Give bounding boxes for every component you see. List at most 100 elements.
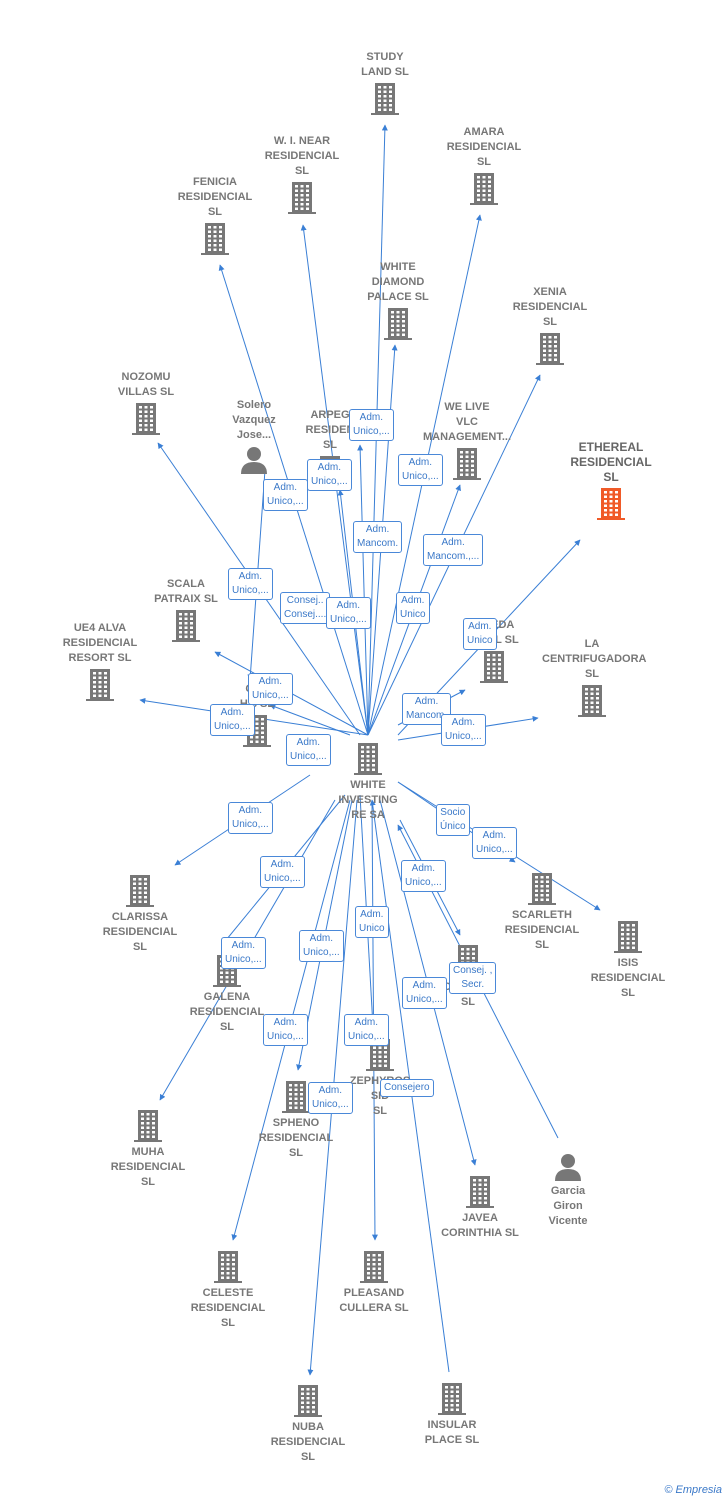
role-badge[interactable]: Adm. Unico xyxy=(396,592,430,624)
node-label: MUHA RESIDENCIAL SL xyxy=(110,1146,186,1188)
relationship-edge xyxy=(357,444,369,736)
node-nuba[interactable]: NUBA RESIDENCIAL SL xyxy=(258,1382,358,1465)
building-icon xyxy=(201,223,229,255)
building-icon xyxy=(371,83,399,115)
building-icon xyxy=(360,1251,388,1283)
node-label: SCALA PATRAIX SL xyxy=(154,578,218,605)
building-icon xyxy=(172,610,200,642)
node-white[interactable]: WHITE INVESTING RE SA xyxy=(318,740,418,823)
node-label: PLEASAND CULLERA SL xyxy=(339,1287,409,1314)
role-badge[interactable]: Adm. Unico xyxy=(355,906,389,938)
building-icon xyxy=(132,403,160,435)
role-badge[interactable]: Adm. Unico,... xyxy=(441,714,486,746)
node-study[interactable]: STUDY LAND SL xyxy=(335,50,435,118)
role-badge[interactable]: Consej. , Secr. xyxy=(449,962,497,994)
node-near[interactable]: W. I. NEAR RESIDENCIAL SL xyxy=(252,134,352,217)
node-nozomu[interactable]: NOZOMU VILLAS SL xyxy=(96,370,196,438)
role-badge[interactable]: Adm. Unico,... xyxy=(228,802,273,834)
node-label: FENICIA RESIDENCIAL SL xyxy=(177,176,253,218)
node-ethereal[interactable]: ETHEREAL RESIDENCIAL SL xyxy=(561,440,661,523)
node-label: WHITE DIAMOND PALACE SL xyxy=(367,261,429,303)
role-badge[interactable]: Adm. Unico,... xyxy=(402,977,447,1009)
node-label: LA CENTRIFUGADORA SL xyxy=(542,638,647,680)
role-badge[interactable]: Adm. Unico,... xyxy=(248,673,293,705)
role-badge[interactable]: Adm. Mancom. xyxy=(353,521,403,553)
node-label: JAVEA CORINTHIA SL xyxy=(441,1212,519,1239)
node-celeste[interactable]: CELESTE RESIDENCIAL SL xyxy=(178,1248,278,1331)
node-label: UE4 ALVA RESIDENCIAL RESORT SL xyxy=(62,622,138,664)
role-badge[interactable]: Adm. Unico,... xyxy=(286,734,331,766)
node-garcia[interactable]: Garcia Giron Vicente xyxy=(518,1150,618,1229)
building-icon xyxy=(470,173,498,205)
node-label: INSULAR PLACE SL xyxy=(424,1419,480,1446)
relationship-edge xyxy=(269,704,351,736)
node-label: CLARISSA RESIDENCIAL SL xyxy=(102,911,178,953)
building-icon xyxy=(384,308,412,340)
node-pleasand[interactable]: PLEASAND CULLERA SL xyxy=(324,1248,424,1316)
building-icon xyxy=(86,669,114,701)
role-badge[interactable]: Adm. Unico,... xyxy=(263,1014,308,1046)
role-badge[interactable]: Consejero xyxy=(380,1079,434,1097)
node-centri[interactable]: LA CENTRIFUGADORA SL xyxy=(542,637,647,720)
node-isis[interactable]: ISIS RESIDENCIAL SL xyxy=(578,918,678,1001)
role-badge[interactable]: Adm. Mancom.,... xyxy=(423,534,484,566)
role-badge[interactable]: Adm. Unico xyxy=(463,618,497,650)
node-label: WHITE INVESTING RE SA xyxy=(338,779,398,821)
building-icon xyxy=(288,182,316,214)
role-badge[interactable]: Adm. Mancom. xyxy=(402,693,452,725)
node-label: NUBA RESIDENCIAL SL xyxy=(270,1421,346,1463)
building-icon xyxy=(134,1110,162,1142)
building-icon xyxy=(282,1081,310,1113)
role-badge[interactable]: Consej.. Consej.... xyxy=(280,592,331,624)
building-icon xyxy=(578,685,606,717)
node-spheno[interactable]: SPHENO RESIDENCIAL SL xyxy=(246,1078,346,1161)
building-icon xyxy=(466,1176,494,1208)
node-label: Garcia Giron Vicente xyxy=(548,1185,588,1227)
node-label: NOZOMU VILLAS SL xyxy=(117,371,175,398)
node-label: ISIS RESIDENCIAL SL xyxy=(590,957,666,999)
node-label: ETHEREAL RESIDENCIAL SL xyxy=(570,440,652,484)
person-icon xyxy=(555,1154,581,1181)
building-icon xyxy=(614,921,642,953)
node-xenia[interactable]: XENIA RESIDENCIAL SL xyxy=(500,285,600,368)
building-icon xyxy=(354,743,382,775)
node-label: GALENA RESIDENCIAL SL xyxy=(189,991,265,1033)
node-ue4[interactable]: UE4 ALVA RESIDENCIAL RESORT SL xyxy=(50,621,150,704)
role-badge[interactable]: Adm. Unico,... xyxy=(260,856,305,888)
role-badge[interactable]: Adm. Unico,... xyxy=(344,1014,389,1046)
node-label: XENIA RESIDENCIAL SL xyxy=(512,286,588,328)
role-badge[interactable]: Adm. Unico,... xyxy=(210,704,255,736)
node-muha[interactable]: MUHA RESIDENCIAL SL xyxy=(98,1107,198,1190)
node-amara[interactable]: AMARA RESIDENCIAL SL xyxy=(434,125,534,208)
node-welive[interactable]: WE LIVE VLC MANAGEMENT... xyxy=(417,400,517,483)
node-scala[interactable]: SCALA PATRAIX SL xyxy=(136,577,236,645)
role-badge[interactable]: Adm. Unico,... xyxy=(472,827,517,859)
role-badge[interactable]: Adm. Unico,... xyxy=(349,409,394,441)
node-label: Solero Vazquez Jose... xyxy=(232,399,276,441)
role-badge[interactable]: Adm. Unico,... xyxy=(326,597,371,629)
building-icon xyxy=(126,875,154,907)
role-badge[interactable]: Adm. Unico,... xyxy=(263,479,308,511)
node-diamond[interactable]: WHITE DIAMOND PALACE SL xyxy=(348,260,448,343)
role-badge[interactable]: Adm. Unico,... xyxy=(307,459,352,491)
building-icon xyxy=(597,488,625,520)
node-scarleth[interactable]: SCARLETH RESIDENCIAL SL xyxy=(492,870,592,953)
role-badge[interactable]: Adm. Unico,... xyxy=(398,454,443,486)
role-badge[interactable]: Adm. Unico,... xyxy=(299,930,344,962)
node-solero[interactable]: Solero Vazquez Jose... xyxy=(204,398,304,477)
node-insular[interactable]: INSULAR PLACE SL xyxy=(402,1380,502,1448)
node-clarissa[interactable]: CLARISSA RESIDENCIAL SL xyxy=(90,872,190,955)
node-label: WE LIVE VLC MANAGEMENT... xyxy=(423,401,511,443)
role-badge[interactable]: Adm. Unico,... xyxy=(228,568,273,600)
building-icon xyxy=(438,1383,466,1415)
person-icon xyxy=(241,447,267,474)
node-label: ARPEG RESIDEN SL xyxy=(305,409,355,451)
role-badge[interactable]: Socio Único xyxy=(436,804,470,836)
role-badge[interactable]: Adm. Unico,... xyxy=(401,860,446,892)
node-label: AMARA RESIDENCIAL SL xyxy=(446,126,522,168)
node-fenicia[interactable]: FENICIA RESIDENCIAL SL xyxy=(165,175,265,258)
node-alameda[interactable]: AL EDA RE AL SL xyxy=(444,618,544,686)
role-badge[interactable]: Adm. Unico,... xyxy=(221,937,266,969)
node-javea[interactable]: JAVEA CORINTHIA SL xyxy=(430,1173,530,1241)
role-badge[interactable]: Adm. Unico,... xyxy=(308,1082,353,1114)
